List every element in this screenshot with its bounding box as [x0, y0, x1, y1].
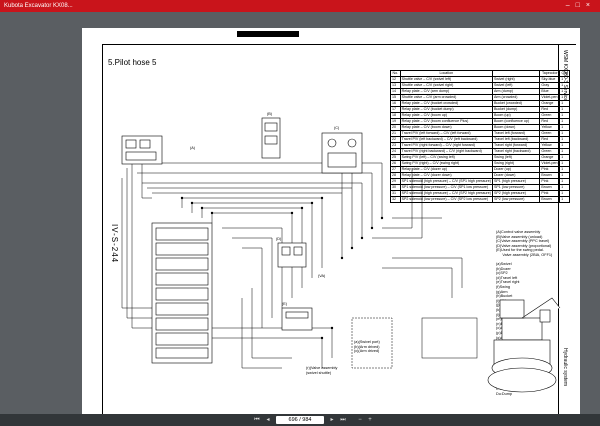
- diagram-label-c: (C): [334, 126, 340, 130]
- pilot-hose-diagram: [121, 117, 561, 393]
- hose-line: [392, 257, 463, 288]
- last-page-icon[interactable]: ⏭: [340, 417, 346, 423]
- pdf-toolbar: ⏮ ◂ 696 / 984 ▸ ⏭ − +: [0, 414, 600, 426]
- zoom-in-icon[interactable]: +: [368, 417, 372, 423]
- document-viewer[interactable]: WSM KX080-3 Service Hydraulic system 5.P…: [0, 12, 600, 420]
- first-page-icon[interactable]: ⏮: [254, 417, 260, 423]
- valve-assembly-a: [121, 135, 163, 165]
- hose-line: [141, 148, 152, 199]
- hose-line: [181, 197, 323, 268]
- next-page-icon[interactable]: ▸: [330, 417, 334, 423]
- minimize-icon[interactable]: –: [565, 2, 576, 9]
- side-band: [558, 44, 576, 420]
- redaction-bar: [237, 31, 299, 37]
- page-frame: [102, 44, 576, 420]
- zoom-out-icon[interactable]: −: [358, 417, 362, 423]
- connector-dots: [180, 196, 384, 340]
- swivel-shuttle-box: [351, 317, 393, 369]
- hose-line: [121, 178, 152, 309]
- maximize-icon[interactable]: □: [575, 2, 586, 9]
- hose-line: [251, 288, 292, 359]
- diagram-label-e: (E): [282, 302, 288, 306]
- page-title: 5.Pilot hose 5: [108, 58, 157, 67]
- hose-line: [212, 337, 323, 368]
- prev-page-icon[interactable]: ◂: [266, 417, 270, 423]
- hose-line: [131, 163, 152, 329]
- hose-line: [232, 237, 273, 318]
- side-section-label: Hydraulic system: [562, 348, 568, 387]
- diagram-label-d: (D): [276, 237, 282, 241]
- diagram-label-va: (VA): [318, 274, 326, 278]
- control-valve-block: [151, 222, 213, 364]
- hose-line: [242, 247, 263, 328]
- valve-assembly-e: [281, 307, 313, 331]
- window-titlebar: Kubota Excavator KX08... –□×: [0, 0, 600, 12]
- diagram-label-swivel: (a)(Swivel port) (b)(Arm drived) (c)(Arm…: [354, 340, 380, 354]
- legend-components: (A)Control valve assembly (B)Valve assem…: [496, 230, 553, 257]
- hose-line: [132, 162, 383, 218]
- valve-assembly-b: [261, 117, 281, 159]
- diagram-label-a: (A): [190, 146, 196, 150]
- valve-assembly-c: [321, 132, 363, 174]
- hose-line: [142, 182, 363, 238]
- excavator-drawing: [487, 297, 561, 393]
- diagram-label-b: (B): [267, 112, 273, 116]
- table-cell: 1: [559, 196, 570, 203]
- hose-line: [241, 298, 282, 369]
- valve-assembly-d: [277, 242, 307, 268]
- hose-line: [191, 202, 313, 278]
- hose-line: [222, 227, 283, 308]
- hose-line: [382, 168, 413, 229]
- close-icon[interactable]: ×: [585, 2, 596, 9]
- hose-line: [126, 168, 152, 319]
- page-number-input[interactable]: 696 / 984: [276, 416, 324, 424]
- table-cell: Brown: [539, 196, 561, 203]
- window-title: Kubota Excavator KX08...: [4, 3, 73, 9]
- table-cell: SP2 (low pressure): [491, 196, 541, 203]
- hose-line: [212, 327, 333, 358]
- document-page: WSM KX080-3 Service Hydraulic system 5.P…: [82, 28, 580, 420]
- hose-line: [137, 172, 373, 228]
- hose-line: [382, 267, 453, 298]
- hose-line: [372, 178, 423, 239]
- window-controls: –□×: [566, 0, 596, 12]
- page-ref-label: IV-S-244: [110, 224, 119, 264]
- swivel-box: [421, 317, 478, 359]
- diagram-label-valve: (r)(Valve assembly (swivel shuttle): [306, 366, 338, 375]
